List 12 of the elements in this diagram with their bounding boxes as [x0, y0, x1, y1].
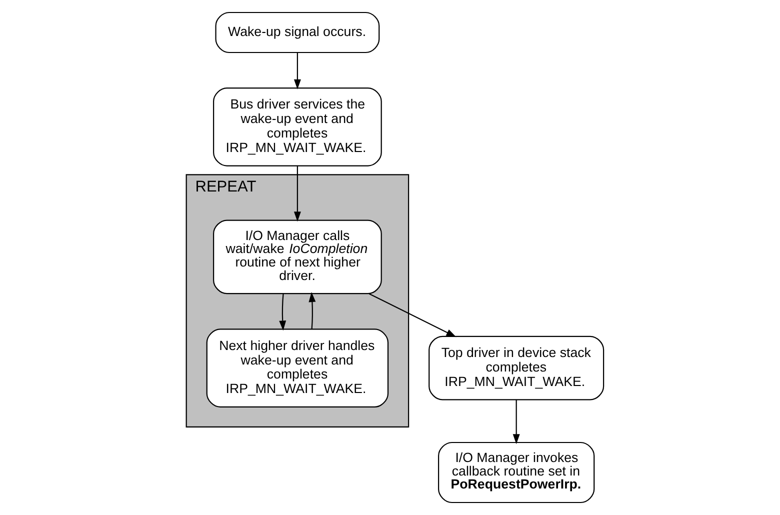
- node-box: Top driver in device stack completes IRP_MN_WAIT_WAKE.: [428, 336, 604, 400]
- arrow: [278, 294, 286, 331]
- node-box: Bus driver services the wake-up event and completes IRP_MN_WAIT_WAKE.: [212, 88, 382, 166]
- arrow: [368, 293, 456, 338]
- arrow: [293, 166, 300, 222]
- node-box: I/O Manager invokes callback routine set in PoRequestPowerIrp.: [438, 442, 594, 504]
- arrow: [308, 292, 316, 329]
- arrow: [512, 400, 520, 444]
- node-box: I/O Manager calls wait/wake IoCompletion routine of next higher driver.: [212, 220, 382, 294]
- arrow: [293, 52, 300, 90]
- node-box: Next higher driver handles wake-up event and completes IRP_MN_WAIT_WAKE.: [206, 328, 388, 408]
- node-box: Wake-up signal occurs.: [214, 12, 380, 54]
